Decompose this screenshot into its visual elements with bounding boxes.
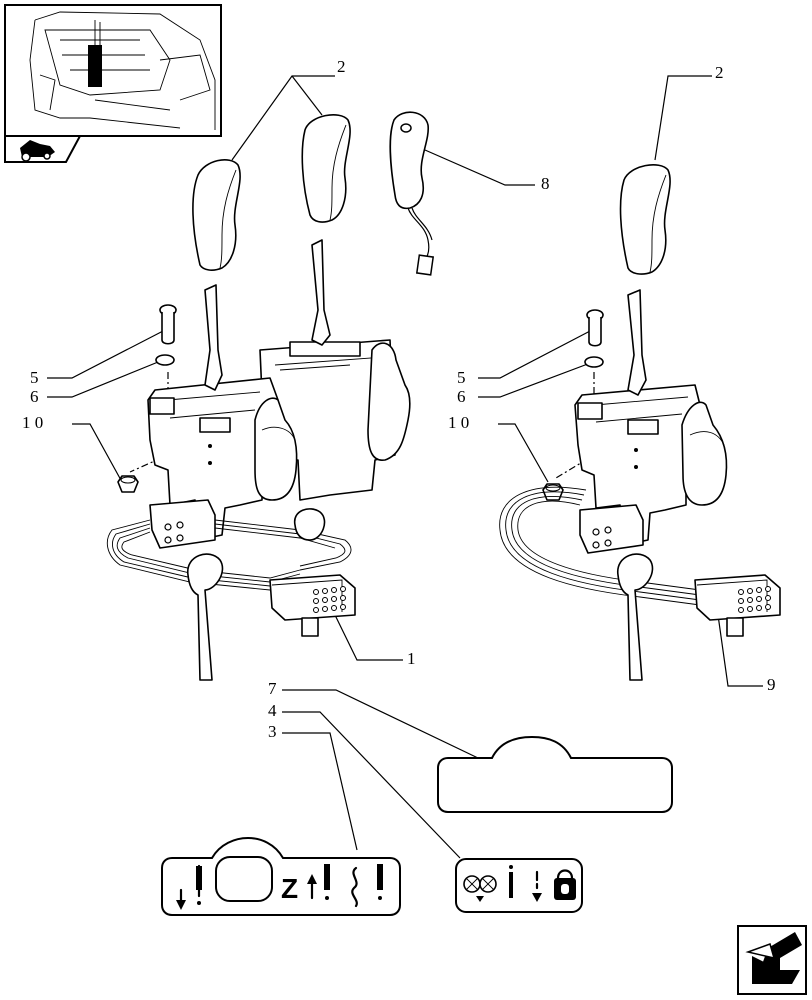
lever-knob-2-middle (301, 114, 351, 223)
callout-3: 3 (268, 722, 277, 741)
decal-7 (437, 735, 673, 813)
cab-location-thumbnail-icon (4, 4, 222, 137)
callout-labels: 2 2 8 5 6 1 0 5 6 1 0 1 9 7 4 3 (22, 57, 776, 741)
nut-10-left (117, 475, 139, 493)
bolt-5-left (159, 304, 177, 345)
washer-6-left (155, 354, 175, 366)
bolt-5-right (586, 309, 604, 347)
callout-7: 7 (268, 679, 277, 698)
lever-knob-with-switch-8 (389, 111, 435, 276)
washer-6-right (584, 356, 604, 368)
callout-5-right: 5 (457, 368, 466, 387)
callout-6-left: 6 (30, 387, 39, 406)
callout-8: 8 (541, 174, 550, 193)
callout-2-left: 2 (337, 57, 346, 76)
next-page-arrow-icon[interactable] (737, 925, 807, 995)
callout-6-right: 6 (457, 387, 466, 406)
callout-4: 4 (268, 701, 277, 720)
lever-knob-2-right (619, 164, 671, 275)
callout-1: 1 (407, 649, 416, 668)
callout-2-right: 2 (715, 63, 724, 82)
lever-knob-2-left (192, 159, 241, 271)
tractor-section-icon (4, 135, 82, 163)
callout-10-right: 1 0 (448, 413, 469, 432)
single-control-lever-assembly-9 (499, 289, 781, 681)
decal-4 (455, 858, 583, 913)
callout-5-left: 5 (30, 368, 39, 387)
leader-lines (47, 75, 763, 859)
double-control-lever-assembly-1 (106, 239, 411, 681)
decal-3-letter: Z (281, 873, 298, 904)
callout-9: 9 (767, 675, 776, 694)
callout-10-left: 1 0 (22, 413, 43, 432)
decal-3: Z (161, 836, 401, 916)
